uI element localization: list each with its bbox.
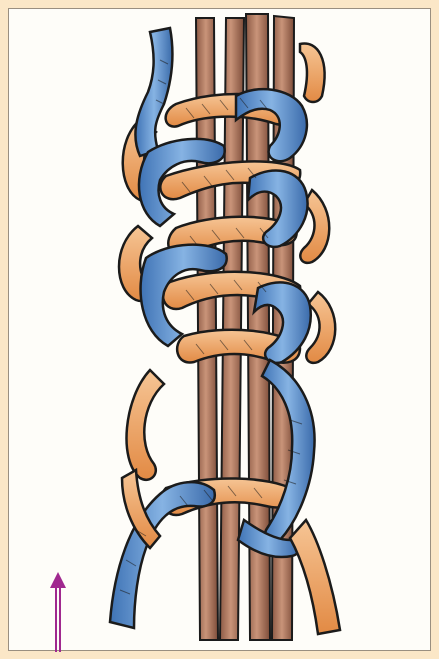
arrow-up-icon (50, 572, 66, 652)
